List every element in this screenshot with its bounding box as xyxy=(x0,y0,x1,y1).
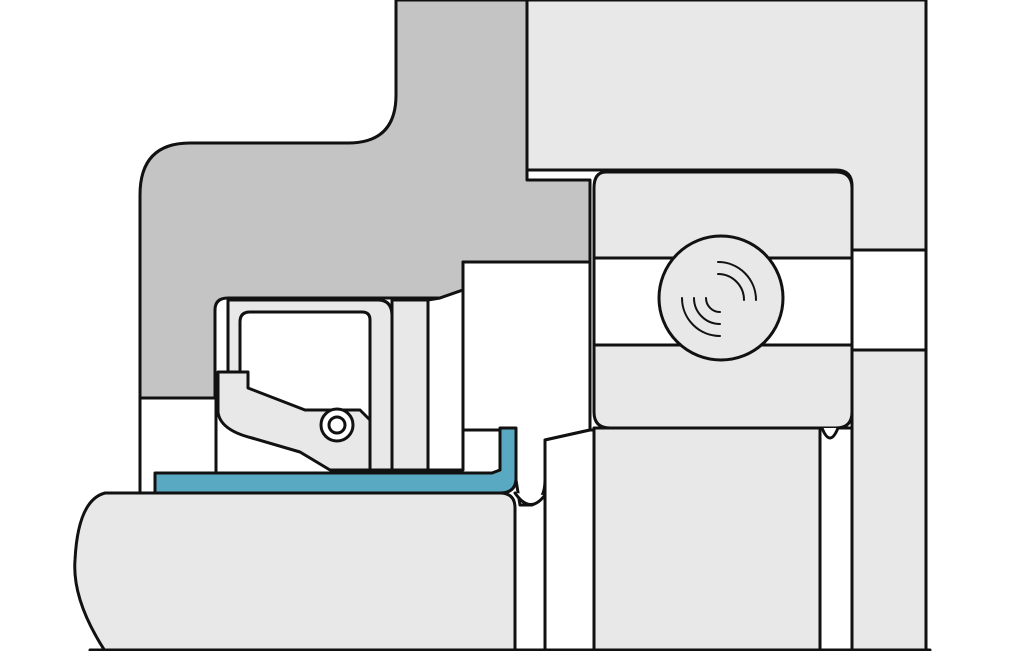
housing xyxy=(138,0,592,400)
bearing-ball xyxy=(657,234,785,362)
ball-shading-arc-5 xyxy=(705,297,721,313)
seal-case xyxy=(226,298,394,472)
shoulder-column xyxy=(818,426,854,651)
housing-right-strip xyxy=(850,248,928,352)
inner-ring-column xyxy=(592,426,822,651)
seal-retainer xyxy=(390,298,430,472)
ball-shading-arc-2 xyxy=(717,273,745,301)
garter-spring-core xyxy=(327,415,347,435)
ball-shading-arc-4 xyxy=(693,297,721,325)
housing-lower-right xyxy=(850,348,928,651)
seal-outer-face xyxy=(426,288,465,472)
shoulder-fillet xyxy=(820,426,840,440)
shaft-fillet xyxy=(513,491,547,506)
wear-sleeve xyxy=(153,426,518,495)
shaft xyxy=(73,491,517,651)
spacer-column xyxy=(543,428,596,651)
ball-shading-arc-1 xyxy=(717,261,757,301)
ball-shading-arc-3 xyxy=(681,297,721,337)
